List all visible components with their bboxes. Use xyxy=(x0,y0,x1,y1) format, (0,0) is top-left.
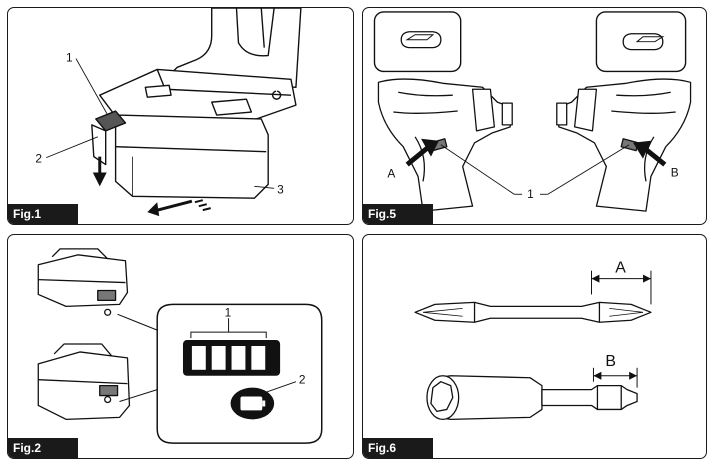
callout-1: 1 xyxy=(66,51,73,65)
callout-b: B xyxy=(671,165,679,179)
reversing-switch-illustration: A B 1 xyxy=(373,11,692,212)
figure-tag: Fig.2 xyxy=(8,438,78,458)
callout-2: 2 xyxy=(299,373,306,387)
callout-2: 2 xyxy=(35,152,42,166)
bit-dimensions-illustration: A B xyxy=(414,260,652,420)
figure-panel-fig5: A B 1 Fig.5 xyxy=(362,7,707,225)
callout-a: A xyxy=(387,166,395,180)
dimension-label-b: B xyxy=(605,353,616,370)
callout-1: 1 xyxy=(527,187,534,201)
figure-tag: Fig.6 xyxy=(363,438,433,458)
figure-tag: Fig.5 xyxy=(363,204,433,224)
callout-3: 3 xyxy=(277,182,284,196)
figure-panel-fig1: 1 2 3 Fig.1 xyxy=(7,7,354,225)
figure-tag: Fig.1 xyxy=(8,204,78,224)
figure-panel-fig2: 1 2 Fig.2 xyxy=(7,234,354,459)
dimension-label-a: A xyxy=(615,260,626,277)
callout-1: 1 xyxy=(225,305,232,319)
figure-panel-fig6: A B Fig.6 xyxy=(362,234,707,459)
tool-battery-removal-illustration: 1 2 3 xyxy=(35,8,302,217)
battery-indicator-illustration: 1 2 xyxy=(37,248,323,444)
